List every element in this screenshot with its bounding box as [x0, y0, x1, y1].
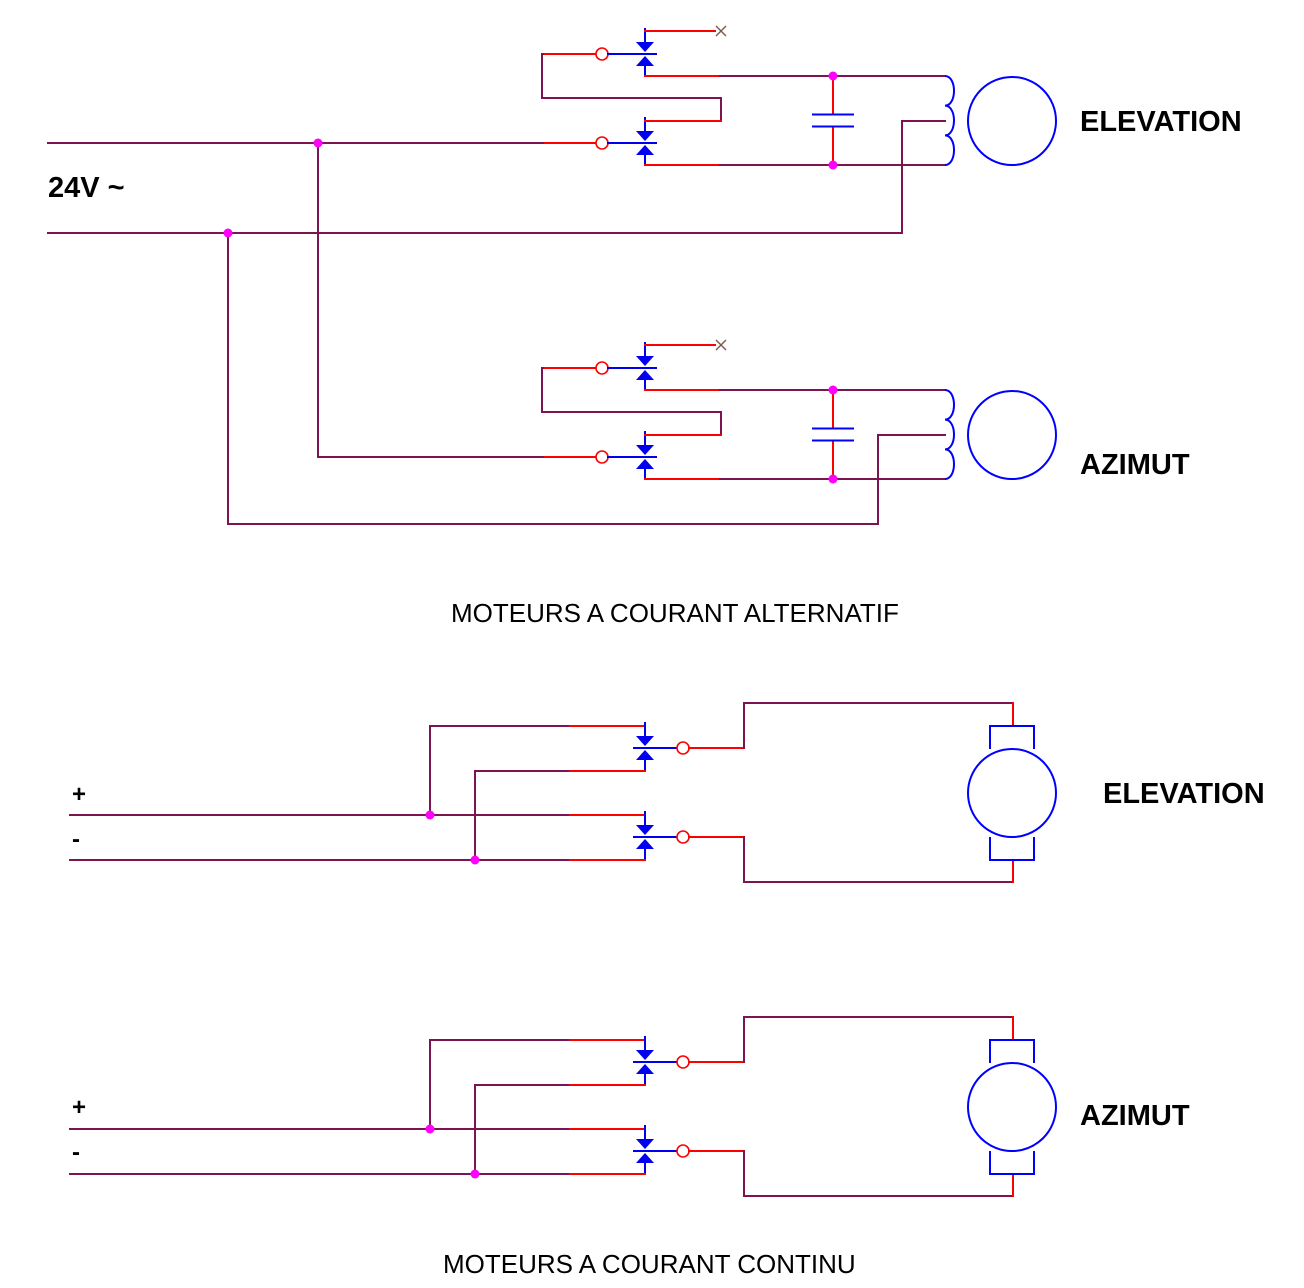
dc-azimut-motor-circuit [69, 1016, 1057, 1197]
relay-arrow-down [636, 1139, 654, 1149]
ac-azimut-feed-wire [317, 142, 546, 458]
dc-motor-wire [743, 836, 1014, 883]
relay-contact [633, 342, 657, 390]
terminal-circle [595, 136, 609, 150]
relay-contact [633, 28, 657, 76]
capacitor-junction-dot [828, 71, 838, 81]
relay-arrow-up [636, 370, 654, 380]
relay-contact [633, 1036, 657, 1084]
relay-contact [633, 722, 657, 770]
relay-arrow-down [636, 1050, 654, 1060]
capacitor [812, 385, 854, 484]
terminal-circle [595, 47, 609, 61]
ac-azimut-label: AZIMUT [1080, 449, 1190, 481]
motor-circle [967, 76, 1057, 166]
dc-elevation-motor-circuit [69, 702, 1057, 883]
ac-elevation-motor-circuit [541, 25, 1057, 170]
ac-junction-dot [313, 138, 323, 148]
dc-azimut-plus-label: + [72, 1094, 86, 1121]
dc-motors-section [69, 702, 1057, 1197]
dc-caption: MOTEURS A COURANT CONTINU [443, 1249, 856, 1279]
motor-brush-top [989, 725, 1035, 749]
dc-junction-dot [470, 1169, 480, 1179]
ac-junction-dot [223, 228, 233, 238]
dc-azimut-minus-label: - [72, 1139, 80, 1166]
motor-circle [967, 390, 1057, 480]
dc-cross-wire [429, 1039, 571, 1130]
terminal-circle [676, 1144, 690, 1158]
ac-supply-label: 24V ~ [48, 172, 125, 204]
open-end-x-mark [715, 25, 727, 37]
relay-arrow-up [636, 1064, 654, 1074]
dc-elevation-label: ELEVATION [1103, 778, 1265, 810]
dc-junction-dot [470, 855, 480, 865]
open-end-x-mark [715, 339, 727, 351]
terminal-circle [676, 830, 690, 844]
relay-arrow-up [636, 750, 654, 760]
dc-cross-wire [429, 725, 571, 816]
capacitor [812, 71, 854, 170]
motor-circle [967, 748, 1057, 838]
motor-brush-bottom [989, 1151, 1035, 1175]
relay-arrow-up [636, 459, 654, 469]
dc-cross-wire [474, 1084, 571, 1175]
dc-azimut-label: AZIMUT [1080, 1100, 1190, 1132]
relay-contact [633, 1125, 657, 1173]
dc-motor-wire [743, 1150, 1014, 1197]
motor-brush-top [989, 1039, 1035, 1063]
dc-motor-wire [743, 702, 1014, 749]
relay-arrow-up [636, 56, 654, 66]
relay-arrow-up [636, 145, 654, 155]
relay-arrow-up [636, 839, 654, 849]
capacitor-junction-dot [828, 474, 838, 484]
terminal-circle [595, 361, 609, 375]
relay-arrow-down [636, 131, 654, 141]
dc-elevation-plus-label: + [72, 781, 86, 808]
relay-arrow-down [636, 42, 654, 52]
relay-contact [633, 811, 657, 859]
ac-elev-return-wire [901, 120, 946, 234]
dc-motor-wire [743, 1016, 1014, 1063]
interlock-wire [541, 367, 722, 436]
dc-junction-dot [425, 810, 435, 820]
motor-circle [967, 1062, 1057, 1152]
dc-cross-wire [474, 770, 571, 861]
ac-azimut-return-wire [227, 232, 946, 525]
ac-caption: MOTEURS A COURANT ALTERNATIF [451, 598, 899, 628]
terminal-circle [595, 450, 609, 464]
motor-winding-coil [944, 389, 955, 480]
relay-arrow-down [636, 736, 654, 746]
relay-arrow-down [636, 356, 654, 366]
terminal-circle [676, 1055, 690, 1069]
relay-contact [633, 117, 657, 165]
terminal-circle [676, 741, 690, 755]
ac-motors-section [47, 25, 1057, 525]
capacitor-junction-dot [828, 385, 838, 395]
ac-azimut-motor-circuit [541, 339, 1057, 484]
ac-elevation-label: ELEVATION [1080, 106, 1242, 138]
relay-contact [633, 431, 657, 479]
relay-arrow-down [636, 825, 654, 835]
x-mark-stroke [715, 339, 727, 351]
capacitor-junction-dot [828, 160, 838, 170]
x-mark-stroke [715, 25, 727, 37]
motor-brush-bottom [989, 837, 1035, 861]
interlock-wire [541, 53, 722, 122]
dc-junction-dot [425, 1124, 435, 1134]
motor-winding-coil [944, 75, 955, 166]
relay-arrow-up [636, 1153, 654, 1163]
dc-elevation-minus-label: - [72, 826, 80, 853]
relay-arrow-down [636, 445, 654, 455]
